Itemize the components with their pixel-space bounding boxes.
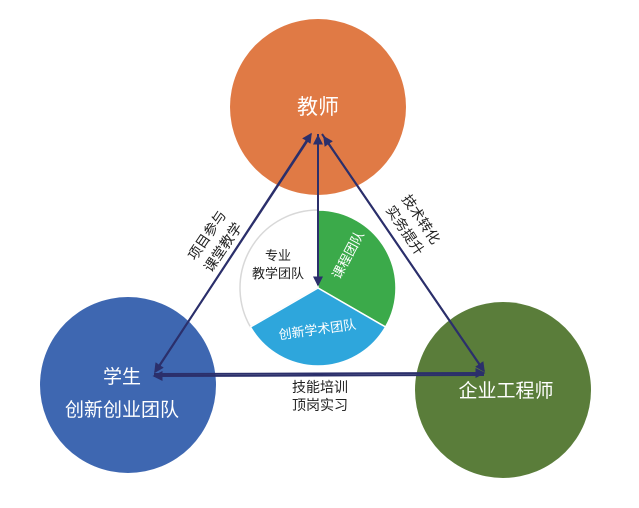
pie-slice-course: [317, 209, 397, 329]
pie-slice-professional: [239, 209, 319, 329]
bottom-edge-label-line1: 技能培训: [292, 380, 348, 396]
student-label-line1: 学生: [103, 366, 141, 388]
professional-label-line2: 教学团队: [252, 266, 304, 282]
center-pie: [239, 209, 397, 367]
arrow-student-to-engineer: [153, 368, 486, 379]
professional-label-line1: 专业: [265, 249, 291, 264]
engineer-circle: [415, 302, 591, 478]
pie-slice-innovation: [249, 287, 387, 367]
arrow-engineer-to-teacher: [323, 135, 485, 372]
teacher-circle: [230, 19, 406, 195]
arrow-teacher-to-student: [154, 139, 309, 374]
student-circle: [40, 297, 216, 473]
teacher-label: 教师: [297, 95, 339, 119]
student-label-line2: 创新创业团队: [65, 399, 179, 421]
arrows: [152, 132, 486, 381]
engineer-label: 企业工程师: [458, 380, 553, 402]
arrow-engineer-to-student: [152, 370, 485, 381]
bottom-edge-label-line2: 顶岗实习: [292, 398, 348, 414]
